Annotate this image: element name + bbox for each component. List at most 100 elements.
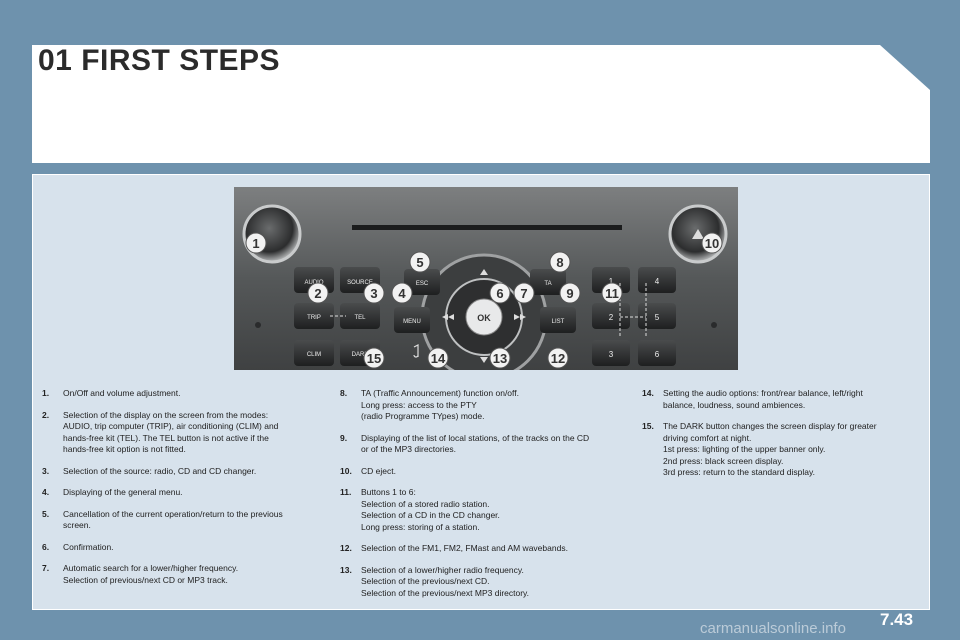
instruction-text: Displaying of the general menu. [63, 487, 314, 499]
music-note-icon[interactable] [413, 344, 419, 358]
instruction-line: Cancellation of the current operation/re… [63, 508, 283, 519]
esc-label: ESC [416, 281, 429, 287]
preset-4-label: 4 [655, 277, 660, 286]
trip-button[interactable] [294, 303, 334, 329]
instruction-number: 6. [42, 541, 50, 552]
preset-1-button[interactable] [592, 267, 630, 293]
instruction-line: Selection of a CD in the CD changer. [361, 510, 500, 520]
callout-3 [363, 282, 385, 304]
navigation-cluster: ESC MENU TA LIST OK [394, 253, 576, 370]
list-button[interactable] [540, 307, 576, 333]
callout-5-label: 5 [416, 255, 423, 270]
instruction-item: 14.Setting the audio options: front/rear… [642, 388, 914, 411]
instruction-number: 7. [42, 563, 50, 573]
callout-7-label: 7 [520, 286, 527, 301]
instruction-number: 3. [42, 465, 50, 476]
callout-5 [409, 251, 431, 273]
callout-12 [547, 347, 569, 369]
instruction-item: 1. On/Off and volume adjustment. [42, 388, 314, 400]
cd-slot [352, 225, 622, 230]
instruction-line: AUDIO, trip computer (TRIP), air conditi… [63, 421, 279, 431]
instruction-line: 1st press: lighting of the upper banner … [663, 444, 826, 454]
instruction-text: The DARK button changes the screen displ… [663, 421, 914, 479]
instruction-line: Selection of the FM1, FM2, FMast and AM … [361, 543, 568, 553]
tel-button[interactable] [340, 303, 380, 329]
instruction-line: On/Off and volume adjustment. [63, 388, 181, 398]
instruction-text: Setting the audio options: front/rear ba… [663, 388, 914, 411]
instruction-text: Cancellation of the current operation/re… [63, 509, 314, 532]
preset-5-label: 5 [655, 313, 660, 322]
trip-label: TRIP [307, 315, 321, 321]
instruction-line: or of the MP3 directories. [361, 444, 456, 454]
down-arrow-icon[interactable] [480, 357, 488, 363]
eject-icon [692, 229, 704, 239]
ok-button[interactable] [465, 298, 503, 336]
instruction-number: 11. [340, 487, 352, 497]
instruction-text: Selection of the display on the screen f… [63, 410, 314, 456]
preset-2-label: 2 [609, 313, 614, 322]
callout-13-label: 13 [493, 351, 507, 366]
callout-3-label: 3 [370, 286, 377, 301]
callout-15 [363, 347, 385, 369]
seek-back-icon[interactable] [442, 314, 454, 320]
mic-hole-right [711, 322, 717, 328]
instruction-line: Selection of the source: radio, CD and C… [63, 465, 257, 476]
instruction-item: 10.CD eject. [340, 466, 624, 478]
instruction-number: 13. [340, 564, 352, 575]
instruction-item: 2.Selection of the display on the screen… [42, 410, 314, 456]
menu-label: MENU [403, 319, 421, 325]
mode-buttons: AUDIO SOURCE TRIP TEL CLIM DARK [294, 267, 380, 366]
callout-10 [701, 232, 723, 254]
instruction-line: Selection of the display on the screen f… [63, 409, 269, 420]
instruction-text: Displaying of the list of local stations… [361, 433, 624, 456]
instruction-number: 8. [340, 388, 348, 398]
clim-button[interactable] [294, 340, 334, 366]
instruction-item: 13.Selection of a lower/higher radio fre… [340, 565, 624, 600]
instruction-text: On/Off and volume adjustment. [63, 388, 314, 400]
instruction-number: 1. [42, 388, 50, 398]
ta-button[interactable] [530, 269, 566, 295]
callout-9-label: 9 [566, 286, 573, 301]
instruction-line: driving comfort at night. [663, 432, 752, 443]
callout-6 [489, 282, 511, 304]
preset-6-button[interactable] [638, 340, 676, 366]
callout-14 [427, 347, 449, 369]
up-arrow-icon[interactable] [480, 269, 488, 275]
audio-label: AUDIO [304, 280, 323, 286]
instruction-number: 9. [340, 432, 348, 443]
menu-button[interactable] [394, 307, 430, 333]
instruction-item: 3. Selection of the source: radio, CD and… [42, 466, 314, 478]
dark-label: DARK [352, 352, 369, 358]
callout-9 [559, 282, 581, 304]
page-title: 01 FIRST STEPS [38, 44, 281, 77]
instruction-text: Selection of the source: radio, CD and C… [63, 466, 314, 478]
instruction-text: Confirmation. [63, 542, 314, 554]
callout-15-label: 15 [367, 351, 381, 366]
instruction-line: Setting the audio options: front/rear ba… [663, 388, 863, 398]
callout-4-label: 4 [398, 286, 406, 301]
callout-2-label: 2 [314, 286, 321, 301]
title-banner [32, 45, 930, 163]
instruction-line: hands-free kit option is not fitted. [63, 444, 186, 454]
preset-5-button[interactable] [638, 303, 676, 329]
instruction-line: Long press: storing of a station. [361, 521, 480, 532]
instruction-item: 11.Buttons 1 to 6:Selection of a stored … [340, 487, 624, 533]
callout-11 [601, 282, 623, 304]
instruction-line: hands-free kit (TEL). The TEL button is … [63, 432, 269, 443]
instruction-line: 2nd press: black screen display. [663, 455, 784, 466]
esc-button[interactable] [404, 269, 440, 295]
source-label: SOURCE [347, 280, 373, 286]
ta-label: TA [544, 281, 551, 287]
tel-label: TEL [354, 315, 366, 321]
preset-buttons: 1 4 2 5 3 6 [592, 267, 676, 366]
callout-14-label: 14 [431, 351, 446, 366]
callout-2 [307, 282, 329, 304]
instruction-item: 12. Selection of the FM1, FM2, FMast and … [340, 543, 624, 555]
seek-forward-icon[interactable] [514, 314, 526, 320]
preset-3-button[interactable] [592, 340, 630, 366]
instruction-number: 12. [340, 543, 352, 553]
instruction-line: Automatic search for a lower/higher freq… [63, 563, 239, 573]
preset-4-button[interactable] [638, 267, 676, 293]
callout-8 [549, 251, 571, 273]
preset-3-label: 3 [609, 350, 614, 359]
